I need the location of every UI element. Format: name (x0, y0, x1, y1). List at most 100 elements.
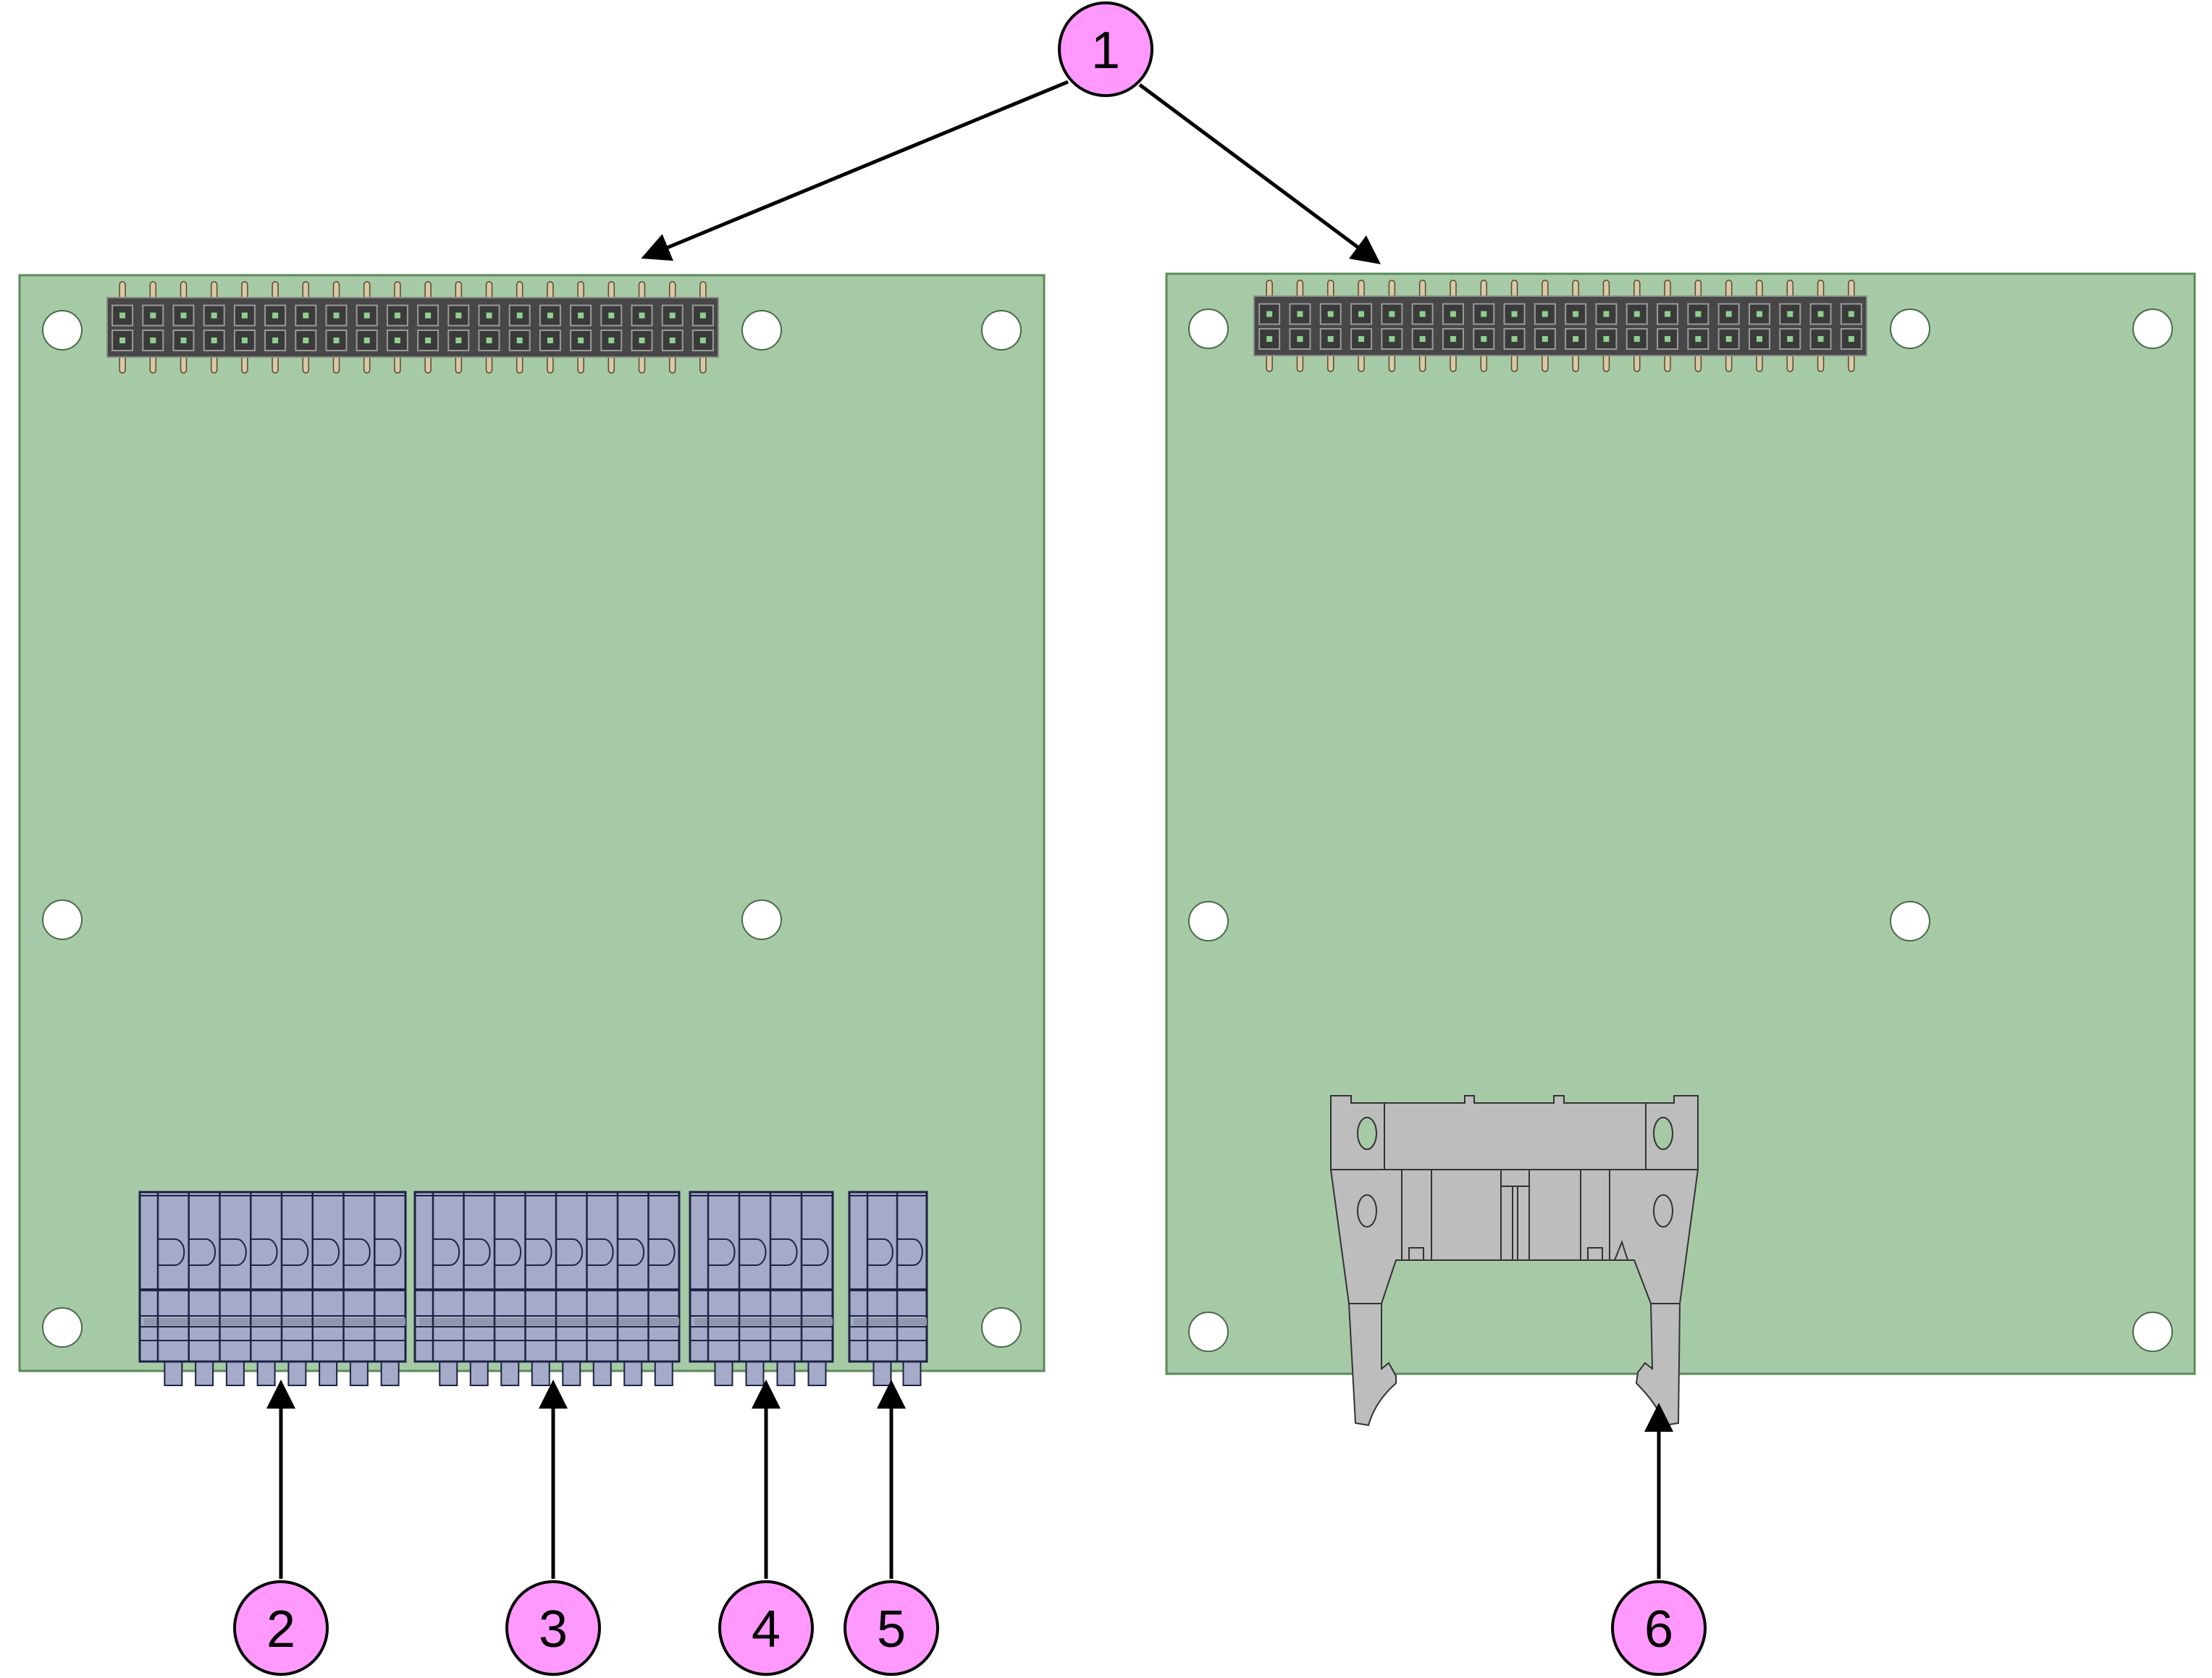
header-pin (394, 281, 401, 300)
wire-entry-icon (802, 1238, 829, 1266)
header-pin (1664, 353, 1671, 372)
terminal-band (419, 1318, 679, 1325)
mounting-hole (1188, 1312, 1229, 1352)
socket-hole (363, 337, 370, 344)
callout-2: 2 (233, 1580, 329, 1676)
header-pin (1572, 280, 1579, 298)
socket-hole (547, 312, 553, 319)
socket-hole (639, 337, 645, 344)
socket-hole (394, 337, 400, 344)
leader-arrows (266, 80, 1673, 1579)
terminal-block (848, 1191, 928, 1386)
socket-hole (669, 337, 676, 344)
header-pin (577, 355, 584, 374)
header-pin (1510, 280, 1518, 298)
socket-hole (639, 312, 645, 319)
socket-hole (455, 337, 462, 344)
header-pin (1602, 280, 1610, 298)
terminal-pin (807, 1361, 827, 1386)
header-pin (363, 355, 371, 374)
socket-hole (1756, 336, 1762, 343)
header-pin (1756, 353, 1763, 372)
terminal-pin (439, 1361, 458, 1386)
header-pin (638, 281, 646, 300)
socket-hole (211, 312, 217, 319)
terminal-block (689, 1191, 834, 1386)
socket-hole (516, 312, 523, 319)
socket-hole (363, 312, 370, 319)
socket-hole (1573, 311, 1579, 317)
mounting-hole (1890, 901, 1930, 941)
header-pin (1694, 280, 1702, 298)
pin-header (106, 281, 719, 374)
header-pin (1266, 353, 1273, 372)
socket-hole (1787, 311, 1793, 317)
header-pin (699, 281, 707, 300)
socket-hole (1266, 336, 1273, 343)
socket-hole (1511, 311, 1518, 317)
terminal-pin (872, 1361, 892, 1386)
header-pin (1848, 280, 1855, 298)
header-body (106, 297, 719, 358)
wire-entry-icon (708, 1238, 736, 1266)
socket-hole (1327, 336, 1334, 343)
header-pin (1327, 280, 1334, 298)
socket-hole (486, 312, 492, 319)
socket-hole (455, 312, 462, 319)
terminal-band (144, 1318, 405, 1325)
header-pin (272, 355, 279, 374)
terminal-pin (562, 1361, 581, 1386)
header-pin (1296, 353, 1304, 372)
socket-hole (1848, 336, 1854, 343)
header-pin (1848, 353, 1855, 372)
socket-hole (303, 312, 309, 319)
header-socket (295, 330, 317, 352)
header-pin (638, 355, 646, 374)
socket-hole (699, 337, 706, 344)
socket-hole (1389, 336, 1395, 343)
terminal-body (138, 1191, 407, 1363)
terminal-pin (500, 1361, 520, 1386)
wire-entry-icon (648, 1238, 676, 1266)
header-pin (1358, 353, 1365, 372)
header-pin (424, 281, 432, 300)
socket-hole (1695, 336, 1702, 343)
header-pin (363, 281, 371, 300)
header-socket (233, 304, 256, 327)
header-pin (210, 355, 218, 374)
wire-entry-icon (897, 1238, 923, 1266)
header-pin (1602, 353, 1610, 372)
callout-label: 5 (877, 1601, 906, 1658)
header-pin (180, 355, 188, 374)
header-pin (149, 355, 157, 374)
socket-hole (1573, 336, 1579, 343)
header-pin (1664, 280, 1671, 298)
header-pin (180, 281, 188, 300)
socket-hole (1358, 311, 1365, 317)
wire-entry-icon (618, 1238, 645, 1266)
callout-label: 3 (539, 1601, 568, 1658)
header-pin (485, 355, 493, 374)
terminal-pin (469, 1361, 489, 1386)
header-pin (455, 355, 463, 374)
header-socket (112, 330, 134, 352)
socket-hole (1481, 336, 1487, 343)
socket-hole (486, 337, 492, 344)
socket-hole (608, 337, 615, 344)
socket-hole (119, 337, 126, 344)
mounting-hole (981, 1307, 1022, 1348)
header-pin (1786, 280, 1793, 298)
header-pin (424, 355, 432, 374)
header-pin (668, 281, 676, 300)
callout-6: 6 (1611, 1580, 1707, 1676)
socket-hole (1450, 311, 1456, 317)
terminal-block (138, 1191, 407, 1386)
socket-hole (150, 337, 156, 344)
socket-hole (1481, 311, 1487, 317)
socket-hole (1787, 336, 1793, 343)
wire-entry-icon (463, 1238, 491, 1266)
terminal-pin (714, 1361, 733, 1386)
socket-hole (1817, 336, 1824, 343)
header-pin (1450, 280, 1457, 298)
